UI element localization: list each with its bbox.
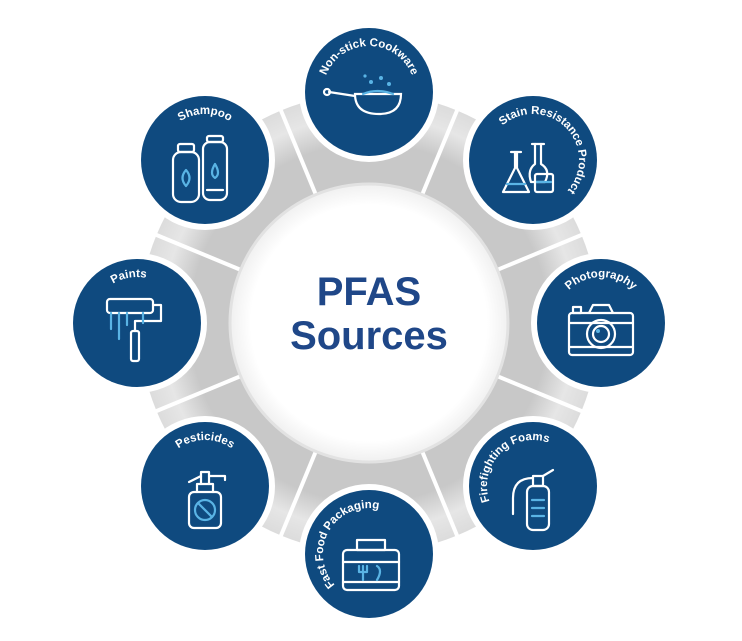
- node-pesticides: Pesticides: [135, 416, 275, 556]
- node-firefighting-foams: Firefighting Foams: [463, 416, 603, 556]
- node-shampoo: Shampoo: [135, 90, 275, 230]
- fire-extinguisher-icon: [511, 468, 555, 532]
- label-shampoo: Shampoo: [176, 105, 234, 124]
- frying-pan-icon: [322, 74, 403, 116]
- food-container-icon: [341, 538, 401, 592]
- center-title-line2: Sources: [290, 314, 448, 358]
- node-fast-food-packaging: Fast Food Packaging: [299, 484, 439, 624]
- center-circle: [228, 182, 510, 464]
- center-title-line1: PFAS: [316, 270, 422, 314]
- shampoo-bottles-icon: [171, 134, 229, 204]
- spray-bottle-icon: [187, 470, 227, 530]
- node-photography: Photography: [531, 253, 671, 393]
- paint-roller-icon: [105, 297, 163, 363]
- lab-flasks-icon: [501, 142, 555, 194]
- node-non-stick-cookware: Non-stick Cookware: [299, 22, 439, 162]
- center-title: PFAS Sources: [234, 270, 504, 358]
- node-paints: Paints: [67, 253, 207, 393]
- camera-icon: [567, 303, 635, 357]
- node-stain-resistance-product: Stain Resistance Product: [463, 90, 603, 230]
- svg-text:Shampoo: Shampoo: [176, 105, 234, 124]
